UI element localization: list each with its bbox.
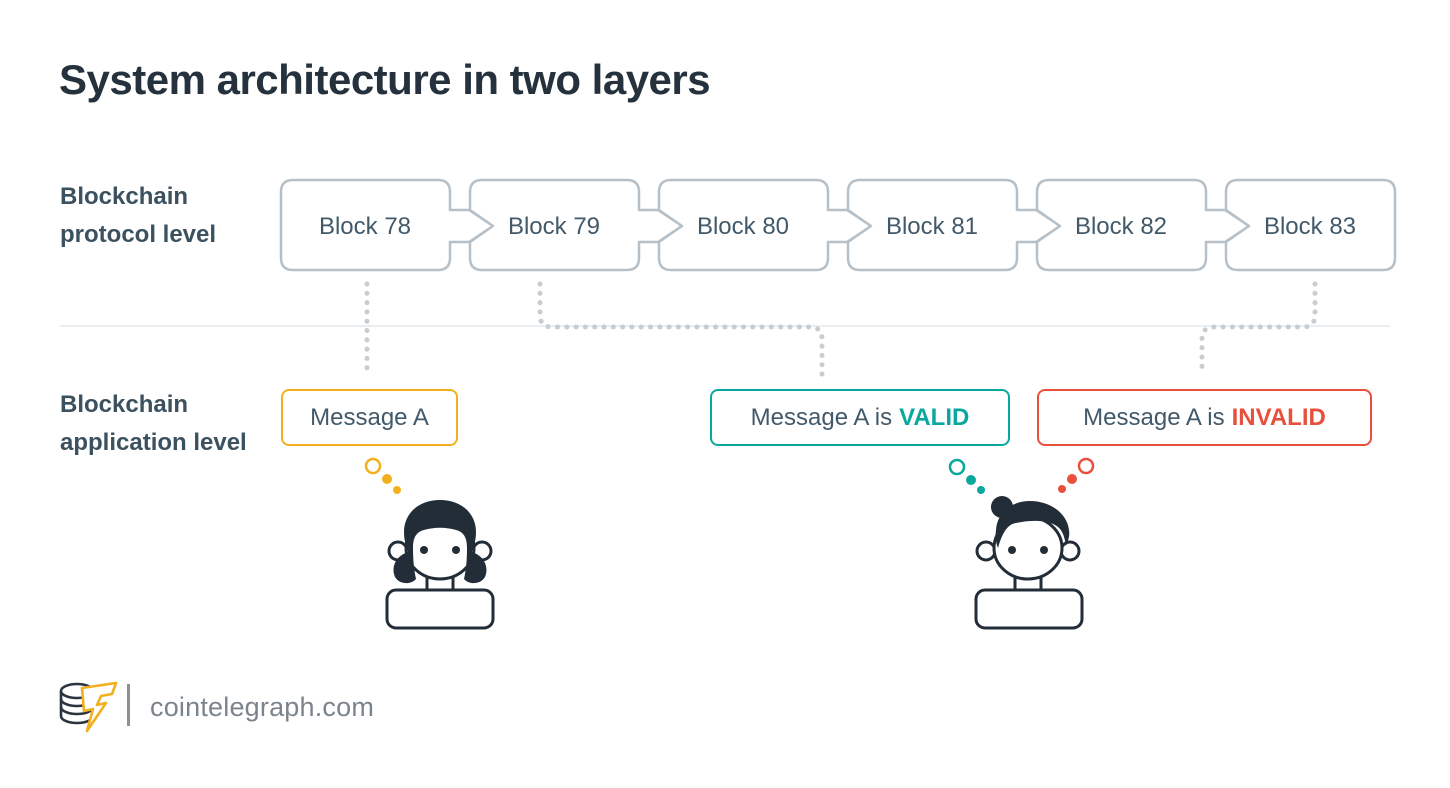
block-shape-78 <box>279 178 495 272</box>
thought-dots-teal <box>948 458 985 494</box>
valid-status-badge: VALID <box>899 403 970 431</box>
footer-divider <box>127 684 130 726</box>
block-label: Block 79 <box>508 213 600 240</box>
woman-eye <box>420 546 428 554</box>
message-invalid-text: Message A is <box>1083 403 1225 431</box>
block-label: Block 82 <box>1075 213 1167 240</box>
invalid-status-badge: INVALID <box>1231 403 1326 431</box>
man-eye <box>1040 546 1048 554</box>
man-torso <box>974 588 1084 630</box>
man-ear <box>1059 540 1081 562</box>
message-box-a: Message A <box>281 389 458 446</box>
block-label: Block 81 <box>886 213 978 240</box>
dotted-connector-block79-valid <box>537 281 825 378</box>
woman-torso <box>385 588 495 630</box>
block-label: Block 78 <box>319 213 411 240</box>
lightning-t-icon <box>80 681 118 733</box>
page-title: System architecture in two layers <box>59 56 711 103</box>
message-box-valid: Message A is VALID <box>710 389 1010 446</box>
cointelegraph-logo-icon <box>59 681 118 733</box>
block-shape-79 <box>468 178 684 272</box>
block-shape-80 <box>657 178 873 272</box>
blockchain-row <box>279 178 1397 272</box>
man-illustration <box>974 496 1084 630</box>
block-label: Block 83 <box>1264 213 1356 240</box>
thought-dots-red <box>1058 457 1095 493</box>
man-eye <box>1008 546 1016 554</box>
woman-eye <box>452 546 460 554</box>
message-a-text: Message A <box>310 403 429 431</box>
man-hair <box>995 501 1070 548</box>
man-ear <box>975 540 997 562</box>
message-valid-text: Message A is <box>750 403 893 431</box>
thought-dots-gold <box>364 457 401 494</box>
dotted-connector-block83-invalid <box>1199 281 1318 378</box>
footer-site-text: cointelegraph.com <box>150 692 375 722</box>
layer-label-application: Blockchain application level <box>60 391 247 456</box>
block-shape-82 <box>1035 178 1251 272</box>
layer-label-protocol: Blockchain protocol level <box>60 183 217 248</box>
woman-illustration <box>385 500 495 630</box>
block-shape-83 <box>1224 178 1397 272</box>
block-shape-81 <box>846 178 1062 272</box>
woman-hair <box>393 500 487 584</box>
message-box-invalid: Message A is INVALID <box>1037 389 1372 446</box>
block-label: Block 80 <box>697 213 789 240</box>
